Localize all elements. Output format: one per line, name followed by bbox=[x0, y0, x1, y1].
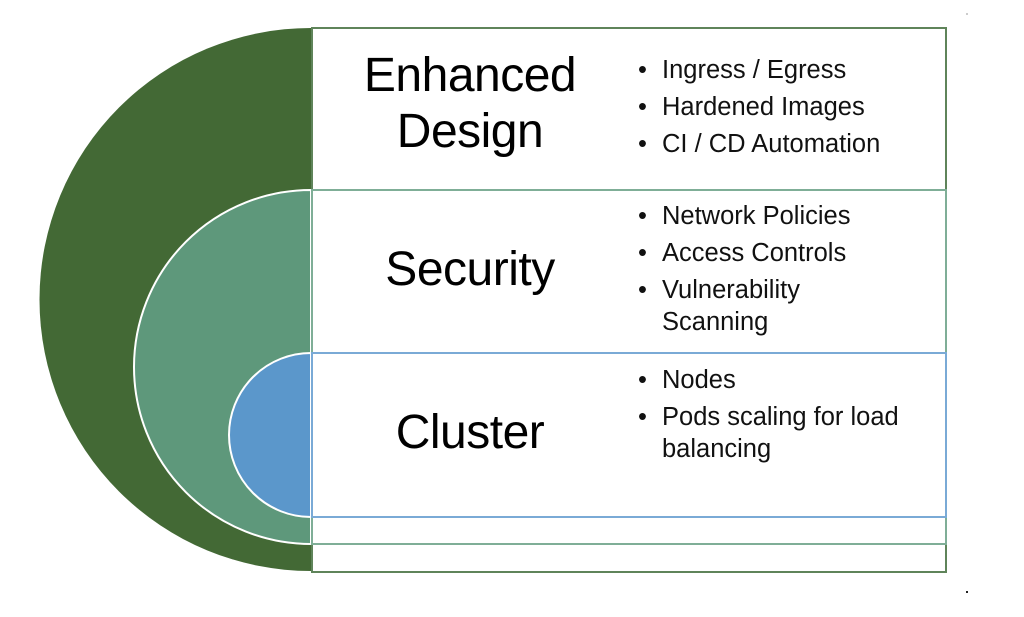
cluster-title: Cluster bbox=[330, 405, 610, 461]
bullet-item: Access Controls bbox=[636, 237, 856, 269]
speck-top-right bbox=[966, 13, 968, 15]
bullet-item: Hardened Images bbox=[636, 91, 936, 123]
security-title: Security bbox=[330, 242, 610, 298]
enhanced-design-title: Enhanced Design bbox=[330, 48, 610, 160]
cluster-title-line-1: Cluster bbox=[395, 406, 545, 459]
bullet-item: Network Policies bbox=[636, 200, 856, 232]
bullet-item: Vulnerability Scanning bbox=[636, 274, 856, 338]
bullet-item: Nodes bbox=[636, 364, 936, 396]
cluster-bullet-list: Nodes Pods scaling for load balancing bbox=[636, 364, 936, 470]
speck-bottom-right bbox=[966, 591, 968, 593]
enhanced-design-title-line-1: Enhanced bbox=[363, 49, 577, 102]
bullet-item: Ingress / Egress bbox=[636, 54, 936, 86]
enhanced-design-bullet-list: Ingress / Egress Hardened Images CI / CD… bbox=[636, 54, 936, 165]
enhanced-design-title-line-2: Design bbox=[396, 105, 544, 158]
bullet-item: Pods scaling for load balancing bbox=[636, 401, 936, 465]
security-bullet-list: Network Policies Access Controls Vulnera… bbox=[636, 200, 856, 343]
cluster-box bbox=[311, 352, 947, 518]
bullet-item: CI / CD Automation bbox=[636, 128, 936, 160]
cluster-half-circle bbox=[228, 351, 312, 519]
security-title-line-1: Security bbox=[385, 243, 555, 296]
